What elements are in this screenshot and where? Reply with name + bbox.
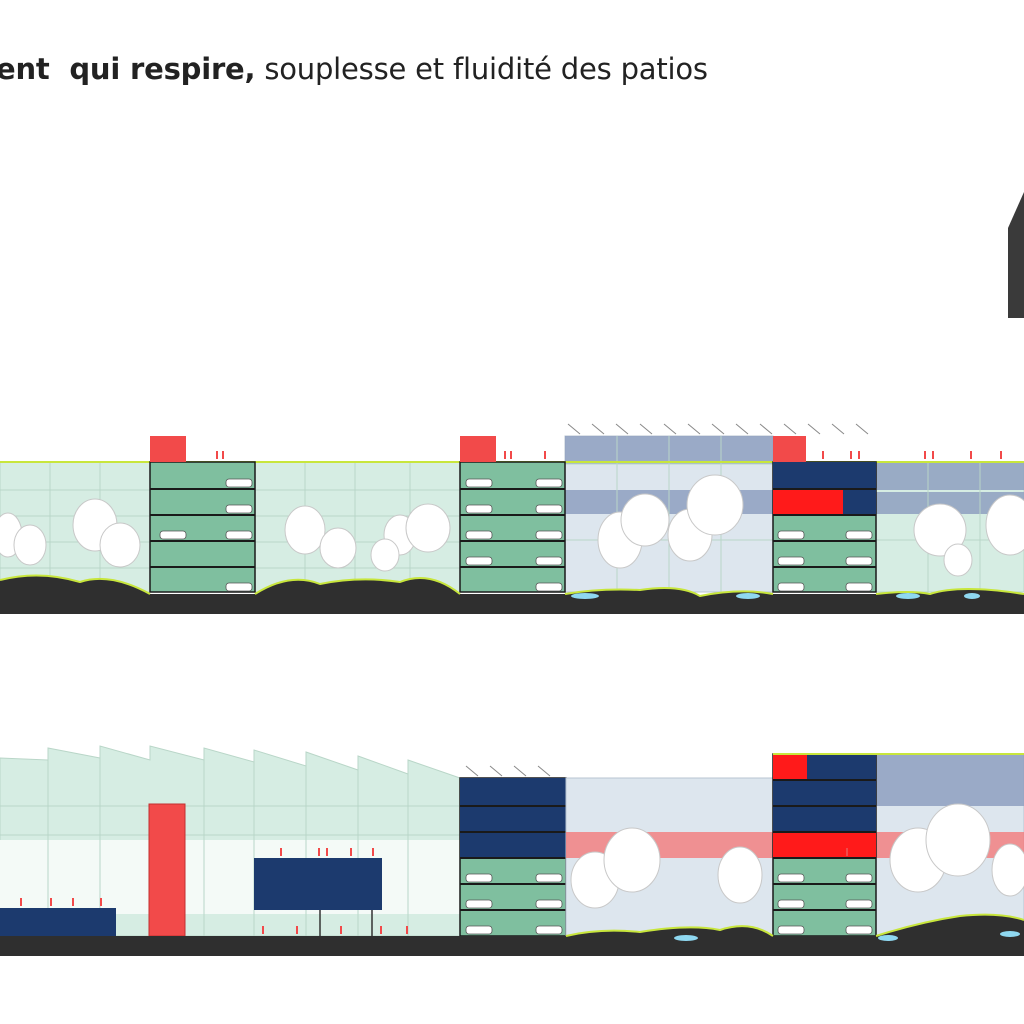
red-tower: [148, 803, 186, 937]
ground-mass: [0, 914, 1024, 956]
people-marks: [20, 848, 848, 934]
stair-core-red: [773, 436, 806, 462]
trees: [570, 803, 1024, 909]
office-band: [876, 462, 1024, 490]
stair-core-red: [460, 436, 496, 462]
trees: [0, 474, 1024, 577]
hall-grid: [0, 758, 460, 936]
section-top: [0, 423, 1024, 614]
ground-mass: [0, 575, 1024, 614]
people-marks: [216, 451, 1002, 459]
page-title: ent qui respire, souplesse et fluidité d…: [0, 52, 708, 86]
box-supports: [319, 910, 373, 936]
parking-block: [149, 436, 256, 593]
blue-box-suspended: [254, 858, 382, 910]
hall-interior-light: [0, 840, 460, 914]
mixed-block: [772, 436, 877, 593]
corner-logo-shape: [1008, 192, 1024, 318]
ground-line: [565, 913, 1024, 937]
mixed-block: [772, 753, 877, 937]
car-icons: [159, 478, 873, 592]
skylight-marks: [567, 423, 869, 435]
ground-line: [0, 574, 1024, 598]
car-icons: [465, 873, 873, 935]
parking-block: [459, 777, 567, 937]
office-band: [876, 754, 1024, 806]
title-regular: souplesse et fluidité des patios: [255, 52, 708, 86]
stair-core-red: [150, 436, 186, 462]
section-bottom: [0, 745, 1024, 956]
water-pockets: [674, 931, 1020, 941]
blue-box-left: [0, 908, 116, 936]
water-pockets: [571, 593, 980, 599]
office-band: [876, 492, 1024, 514]
skylight-marks: [465, 765, 551, 777]
parking-block: [459, 436, 566, 593]
title-bold: ent qui respire,: [0, 52, 256, 86]
